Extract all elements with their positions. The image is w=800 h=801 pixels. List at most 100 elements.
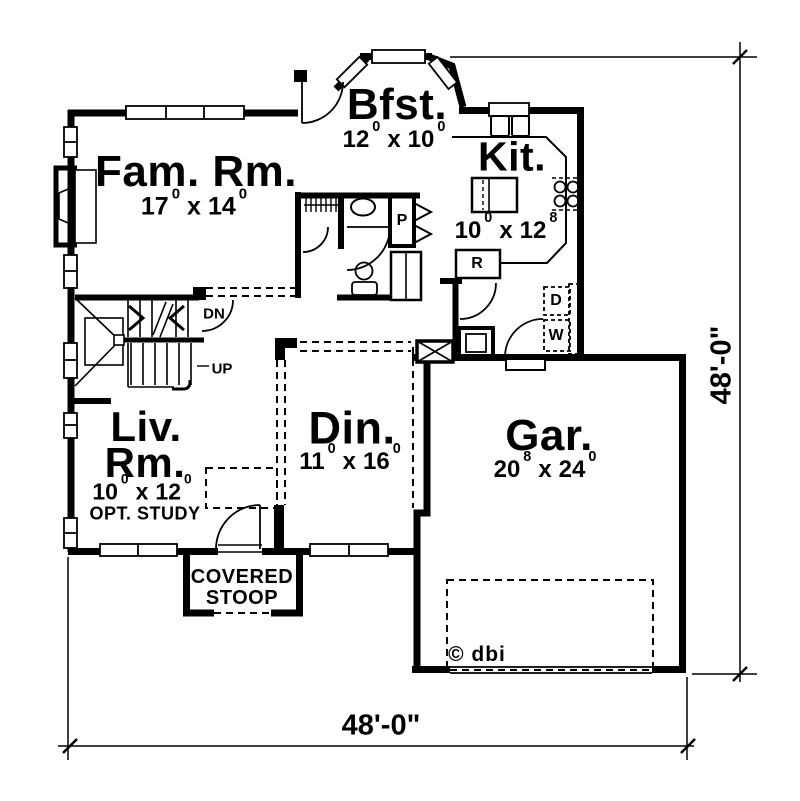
entry-stub-top-a	[275, 338, 297, 348]
copyright-label: © dbi	[448, 643, 506, 666]
washer-label: W	[548, 327, 564, 344]
front-door	[215, 504, 261, 550]
dim-right-label: 48'-0"	[705, 325, 738, 405]
dryer-label: D	[550, 292, 562, 309]
stair-handrail-curl	[172, 380, 192, 391]
bay-patio-door	[301, 81, 344, 124]
window-left-5	[63, 517, 78, 549]
stair-lower-edge	[127, 343, 174, 388]
garage-entry-step	[505, 358, 546, 371]
garage-door-line	[446, 579, 654, 671]
washer-box	[543, 319, 571, 352]
stair-post	[193, 287, 206, 300]
dim-bottom-tick-left	[62, 738, 78, 754]
cooktop-counter-lines	[552, 177, 580, 211]
din-top-opening	[300, 341, 411, 352]
kitchen-sink-basin-right	[511, 115, 530, 137]
mudroom-closet	[457, 326, 495, 359]
fireplace-firebox	[58, 185, 76, 227]
dryer-box	[543, 286, 571, 316]
chase-box	[415, 339, 455, 364]
closet-door	[302, 226, 329, 253]
room-label-gar: Gar.	[505, 410, 593, 460]
window-fam-top	[125, 105, 245, 120]
fam-hall-opening	[206, 287, 295, 297]
stair-arrow-left	[167, 304, 185, 332]
stair-winder-lines	[74, 297, 120, 387]
stoop-walls	[183, 551, 303, 617]
mudroom-door	[459, 282, 497, 320]
stoop-label-line2: STOOP	[205, 587, 279, 609]
stairs-down-label: DN	[203, 305, 225, 323]
garage-door	[450, 666, 652, 674]
closet-rod	[304, 198, 339, 212]
mudroom-closet-inner	[465, 333, 487, 353]
stair-treads-upper	[127, 300, 189, 337]
dim-right-tick-bottom	[732, 666, 748, 682]
wall-stubs	[193, 70, 307, 551]
pantry-label: P	[396, 212, 408, 229]
fireplace	[53, 165, 97, 248]
dim-bottom-label: 48'-0"	[341, 709, 421, 742]
room-label-kit: Kit.	[477, 133, 547, 180]
stoop-label-line1: COVERED	[190, 566, 294, 588]
fireplace-hearth	[74, 169, 97, 244]
cooktop-burners	[553, 180, 580, 208]
dim-right-tick-top	[732, 49, 748, 65]
bay-window-left	[335, 55, 369, 89]
window-kitchen	[488, 102, 530, 117]
dimension-lines	[58, 42, 757, 760]
entry-stub-bottom	[274, 505, 284, 551]
din-left-opening	[276, 360, 286, 505]
room-label-fam: Fam. Rm.	[94, 146, 298, 196]
laundry-cabinet	[568, 283, 582, 355]
doors	[215, 81, 546, 553]
basement-door-arc	[201, 299, 234, 332]
bath-sink	[350, 197, 376, 217]
window-din-bottom	[309, 543, 389, 557]
stair-newel	[113, 334, 125, 346]
entry-stub-top-b	[275, 348, 285, 360]
window-left-4	[63, 412, 78, 439]
bay-window-top	[371, 49, 426, 64]
window-left-2	[63, 254, 78, 289]
bay-door-stub	[294, 70, 307, 82]
kitchen-island	[470, 176, 519, 214]
room-label-bfst: Bfst.	[346, 79, 448, 129]
stair-treads-lower	[130, 343, 192, 385]
room-label-liv-2: Rm.	[104, 438, 186, 486]
refrigerator-box	[454, 248, 502, 280]
garage-entry-door	[504, 318, 544, 358]
toilet-tank	[351, 281, 378, 296]
pantry-box	[388, 194, 416, 248]
room-label-liv-1: Liv.	[110, 402, 182, 450]
windows	[63, 49, 530, 557]
kitchen-sink-basin-left	[490, 115, 510, 137]
pantry-bifold-door	[413, 202, 434, 244]
bay-window-right	[427, 55, 459, 91]
bath-fixtures	[304, 197, 378, 296]
stair-arrow-right	[128, 304, 146, 332]
room-label-din: Din.	[308, 402, 396, 454]
garage-walls	[412, 354, 686, 673]
stair-break-lines	[152, 301, 174, 338]
entry-ceiling-line	[205, 467, 278, 509]
staircase	[74, 297, 234, 391]
refrigerator-label: R	[471, 255, 483, 272]
front-door-sill	[218, 544, 262, 553]
window-left-3	[63, 342, 78, 379]
stoop-label: COVERED STOOP	[191, 567, 293, 609]
liv-note: OPT. STUDY	[89, 503, 201, 524]
pantry-mudroom	[388, 194, 582, 364]
window-left-1	[63, 126, 78, 158]
kitchen-fixtures	[452, 115, 580, 280]
toilet-bowl	[354, 261, 374, 281]
